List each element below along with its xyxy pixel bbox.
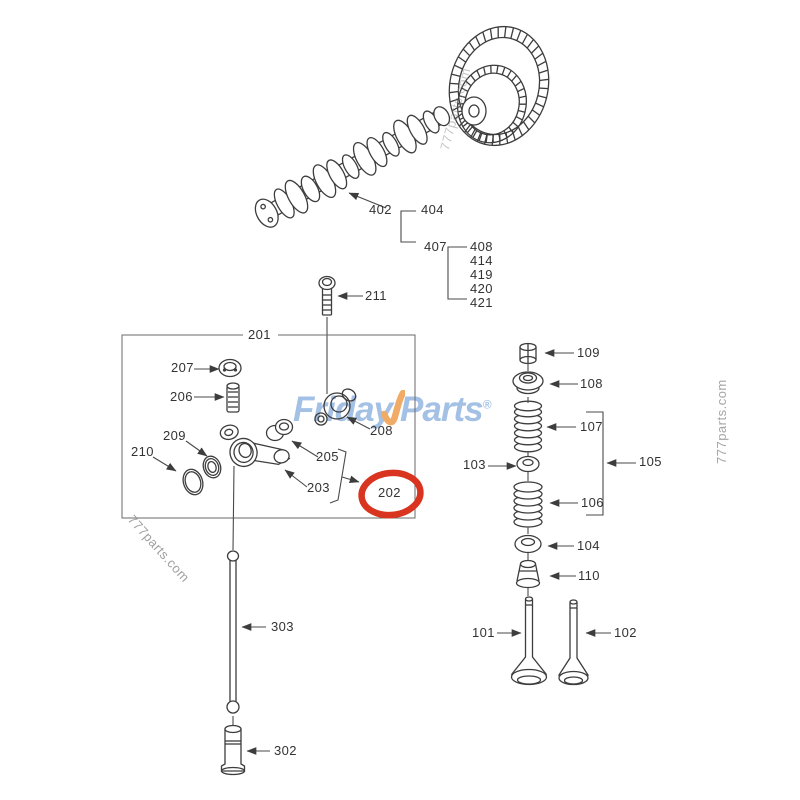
part-label-109: 109 — [577, 345, 600, 360]
rocker-group-box — [121, 334, 416, 519]
logo-swoosh-icon — [380, 389, 407, 430]
intake-valve-drawing — [510, 596, 548, 686]
part-label-207: 207 — [171, 360, 194, 375]
part-label-205: 205 — [316, 449, 339, 464]
part-label-206: 206 — [170, 389, 193, 404]
exhaust-valve-drawing — [557, 599, 590, 686]
part-label-203: 203 — [307, 480, 330, 495]
part-label-407: 407 — [424, 239, 447, 254]
logo-registered-mark: ® — [482, 397, 492, 412]
part-label-421: 421 — [470, 295, 493, 310]
part-label-108: 108 — [580, 376, 603, 391]
highlight-circle-202 — [358, 469, 424, 519]
part-label-201: 201 — [248, 327, 271, 342]
part-label-102: 102 — [614, 625, 637, 640]
part-label-208: 208 — [370, 423, 393, 438]
part-label-209: 209 — [163, 428, 186, 443]
part-label-420: 420 — [470, 281, 493, 296]
part-label-211: 211 — [365, 288, 387, 303]
part-label-210: 210 — [131, 444, 154, 459]
rocker-pushrod-line — [232, 465, 235, 551]
part-label-202: 202 — [378, 485, 401, 500]
watermark-777parts-right: 777parts.com — [714, 379, 729, 464]
pivot-drawing — [314, 388, 357, 426]
timing-gear-drawing — [448, 25, 550, 147]
part-label-402: 402 — [369, 202, 392, 217]
bolt-drawing — [318, 275, 336, 316]
part-label-414: 414 — [470, 253, 493, 268]
part-label-404: 404 — [421, 202, 444, 217]
camshaft-drawing — [254, 106, 451, 228]
part-label-419: 419 — [470, 267, 493, 282]
part-label-105: 105 — [639, 454, 662, 469]
part-label-303: 303 — [271, 619, 294, 634]
logo-text-parts: Parts — [400, 390, 484, 429]
part-label-302: 302 — [274, 743, 297, 758]
part-label-106: 106 — [581, 495, 604, 510]
rocker-parts-drawing — [182, 358, 357, 496]
part-label-110: 110 — [578, 568, 600, 583]
tappet-drawing — [220, 724, 246, 776]
part-label-408: 408 — [470, 239, 493, 254]
part-label-104: 104 — [577, 538, 600, 553]
valve-train-drawing — [510, 342, 590, 686]
part-label-107: 107 — [580, 419, 603, 434]
part-label-103: 103 — [463, 457, 486, 472]
pushrod-drawing — [226, 550, 240, 714]
part-label-101: 101 — [472, 625, 495, 640]
leader-lines — [152, 192, 636, 755]
